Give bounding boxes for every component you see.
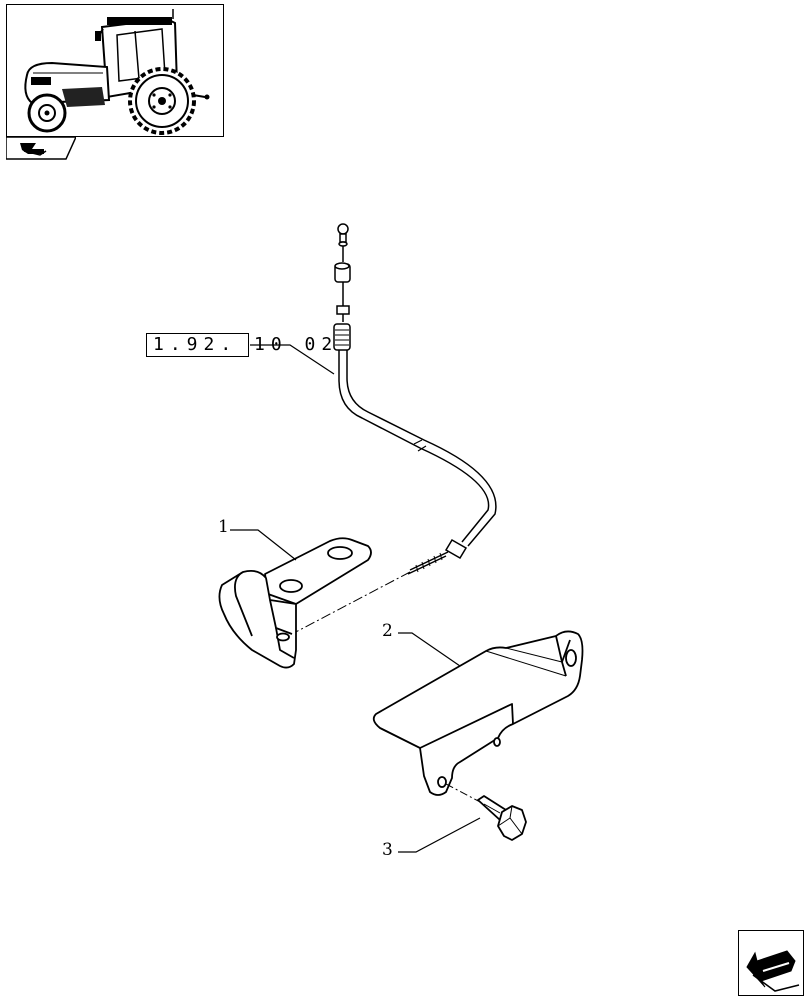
reference-code-box: 1.92. [146, 333, 249, 357]
leader-lines [230, 344, 481, 853]
part-3-hex-bolt [477, 795, 527, 841]
part-1-bracket [218, 537, 372, 669]
callout-2: 2 [382, 621, 393, 641]
callout-1: 1 [218, 517, 229, 537]
reference-code-suffix: 10 02 [254, 334, 339, 355]
thumbnail-tab[interactable] [5, 136, 78, 161]
reference-code-boxed: 1.92. [153, 334, 238, 355]
tractor-thumbnail [6, 4, 224, 137]
cable-assembly [333, 223, 497, 575]
next-page-arrow-icon [746, 950, 800, 992]
book-arrow-icon [5, 136, 78, 160]
tractor-icon [24, 9, 210, 135]
next-page-button[interactable] [738, 930, 804, 996]
callout-3: 3 [382, 840, 393, 860]
part-2-support-plate [372, 630, 584, 796]
